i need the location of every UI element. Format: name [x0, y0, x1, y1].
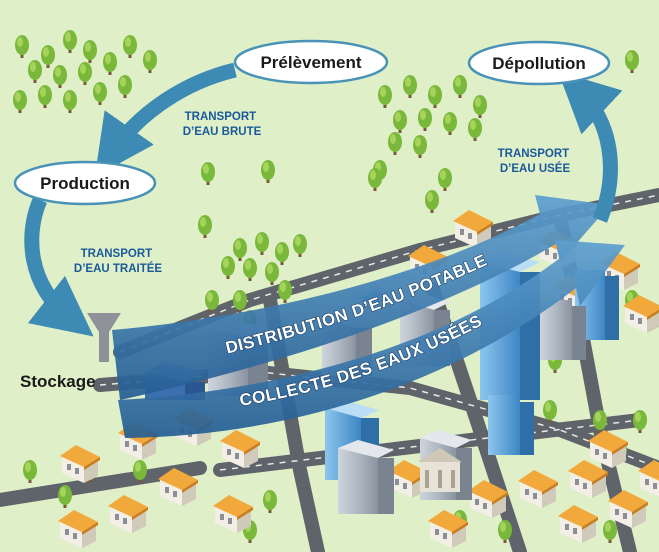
house [60, 445, 100, 483]
collecte-band [118, 240, 625, 438]
tree [413, 135, 427, 158]
tree [233, 290, 247, 313]
tree [593, 410, 607, 433]
tree [41, 45, 55, 68]
tree [498, 520, 512, 543]
tree [63, 30, 77, 53]
node-stockage-label: Stockage [20, 372, 96, 391]
tree [58, 485, 72, 508]
house [638, 460, 659, 497]
tree [243, 258, 257, 281]
house [158, 468, 198, 506]
house [468, 480, 508, 518]
tree [368, 168, 382, 191]
tree [263, 490, 277, 513]
tree [198, 215, 212, 238]
city-hall [418, 448, 462, 492]
tree [221, 256, 235, 279]
tree [473, 95, 487, 118]
tree [278, 280, 292, 303]
stockage-tank-icon [87, 313, 121, 362]
tree [378, 85, 392, 108]
tree [118, 75, 132, 98]
tree [103, 52, 117, 75]
node-production-label: Production [40, 174, 130, 193]
tree [603, 520, 617, 543]
house [213, 495, 253, 533]
tree [255, 232, 269, 255]
house [568, 460, 608, 498]
tree [38, 85, 52, 108]
tree [393, 110, 407, 133]
house [623, 295, 659, 333]
arrow-prelevement-to-production [94, 62, 237, 177]
node-production: Production [13, 160, 157, 206]
tree [265, 262, 279, 285]
cycle-arrows [24, 62, 623, 337]
tree [205, 290, 219, 313]
tree [78, 62, 92, 85]
distribution-band [112, 195, 610, 400]
tree [261, 160, 275, 183]
tree [93, 82, 107, 105]
node-prelevement-label: Prélèvement [260, 53, 361, 72]
tree [83, 40, 97, 63]
house [58, 510, 98, 548]
house [428, 510, 468, 548]
tree [403, 75, 417, 98]
tree [468, 118, 482, 141]
house [558, 505, 598, 543]
tree [625, 50, 639, 73]
house [220, 430, 260, 468]
tree [428, 85, 442, 108]
house [108, 495, 148, 533]
arrow-production-to-stockage [24, 197, 94, 337]
transport-eau-traitee-label: TRANSPORT D’EAU TRAITÉE [74, 248, 163, 275]
tree [425, 190, 439, 213]
house [588, 430, 628, 468]
transport-eau-usee-label: TRANSPORT D’EAU USÉE [498, 148, 573, 175]
tree [13, 90, 27, 113]
house [518, 470, 558, 508]
tree [201, 162, 215, 185]
node-prelevement: Prélèvement [233, 39, 389, 85]
tree [133, 460, 147, 483]
tree [233, 238, 247, 261]
tree [15, 35, 29, 58]
tree [28, 60, 42, 83]
tree [63, 90, 77, 113]
grey-block-4 [338, 440, 394, 514]
tree [418, 108, 432, 131]
node-depollution: Dépollution [467, 40, 611, 86]
tree [53, 65, 67, 88]
tree [275, 242, 289, 265]
node-depollution-label: Dépollution [492, 54, 585, 73]
tree [443, 112, 457, 135]
house [608, 490, 648, 528]
tree [123, 35, 137, 58]
tree [438, 168, 452, 191]
tree [633, 410, 647, 433]
transport-eau-brute-label: TRANSPORT D’EAU BRUTE [183, 111, 262, 138]
tree [388, 132, 402, 155]
tree [23, 460, 37, 483]
tree [543, 400, 557, 423]
tree [293, 234, 307, 257]
tree [143, 50, 157, 73]
glass-tower-3 [488, 395, 534, 455]
tree [453, 75, 467, 98]
arrow-usee-to-depollution [558, 71, 623, 223]
